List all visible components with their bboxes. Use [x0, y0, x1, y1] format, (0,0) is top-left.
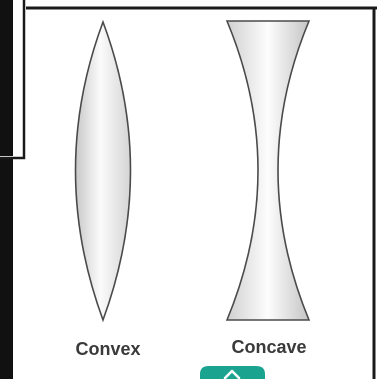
scroll-up-button[interactable] [200, 366, 265, 379]
convex-label: Convex [75, 339, 140, 359]
frame-top-gap [13, 0, 377, 6]
concave-label: Concave [231, 337, 306, 357]
concave-lens-shape [227, 21, 309, 320]
inset-panel-shadow [0, 0, 13, 156]
convex-lens-shape [76, 22, 131, 320]
